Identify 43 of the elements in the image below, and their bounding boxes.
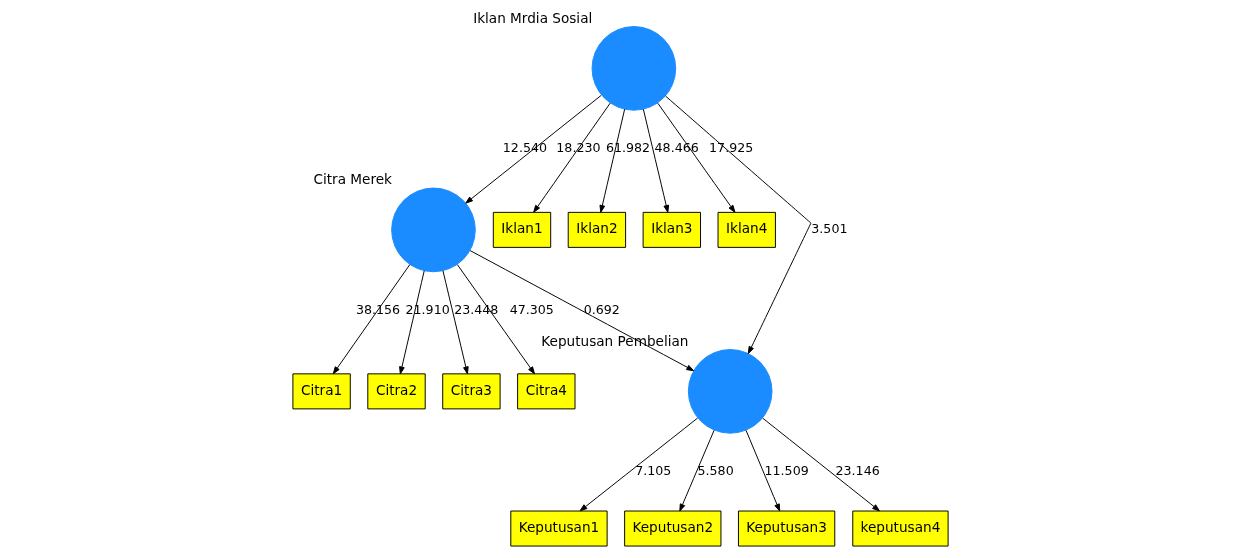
node-label: Iklan Mrdia Sosial [473, 9, 593, 26]
arrow [762, 417, 880, 512]
arrow [456, 264, 535, 375]
edge-label: 3.501 [811, 221, 848, 237]
arrow [469, 250, 695, 372]
arrow [599, 108, 626, 213]
arrow [533, 102, 611, 213]
edge-label: 7.105 [635, 463, 672, 479]
node-box: Keputusan3 [737, 510, 836, 547]
arrow [745, 429, 781, 512]
edge-label: 47.305 [509, 301, 554, 317]
edge-label: 38.156 [355, 301, 401, 317]
node-box: Iklan4 [717, 211, 776, 248]
edge-label: 5.580 [697, 463, 734, 479]
node-box: Iklan1 [492, 211, 552, 248]
edge-label: 21.910 [405, 301, 450, 317]
node-box: Iklan3 [642, 211, 701, 248]
edge-label: 61.982 [605, 140, 651, 156]
edge-label: 11.509 [764, 463, 809, 479]
node-box: Keputusan1 [510, 510, 608, 547]
node-box: Citra4 [517, 373, 576, 410]
arrow [399, 270, 425, 375]
edge-label: 23.448 [454, 301, 499, 317]
arrow [442, 270, 469, 375]
node-box: Citra2 [367, 373, 426, 410]
edge-label: 18.230 [556, 140, 601, 156]
node-label: Citra Merek [313, 171, 392, 188]
arrow [579, 417, 699, 512]
edge-label: 23.146 [835, 463, 880, 479]
arrow [665, 95, 812, 355]
node-box: Keputusan2 [624, 510, 722, 547]
node-box: Citra3 [442, 373, 501, 410]
node-box: Citra1 [292, 373, 351, 410]
node-box: Iklan2 [567, 211, 627, 248]
arrow [465, 94, 602, 204]
node-box: keputusan4 [852, 510, 949, 547]
arrow [679, 429, 715, 512]
edge-label: 0.692 [583, 301, 620, 317]
arrow [332, 264, 411, 375]
edge-label: 48.466 [654, 140, 699, 156]
node-circle [591, 26, 677, 111]
arrow [657, 102, 736, 213]
arrow [642, 108, 670, 213]
